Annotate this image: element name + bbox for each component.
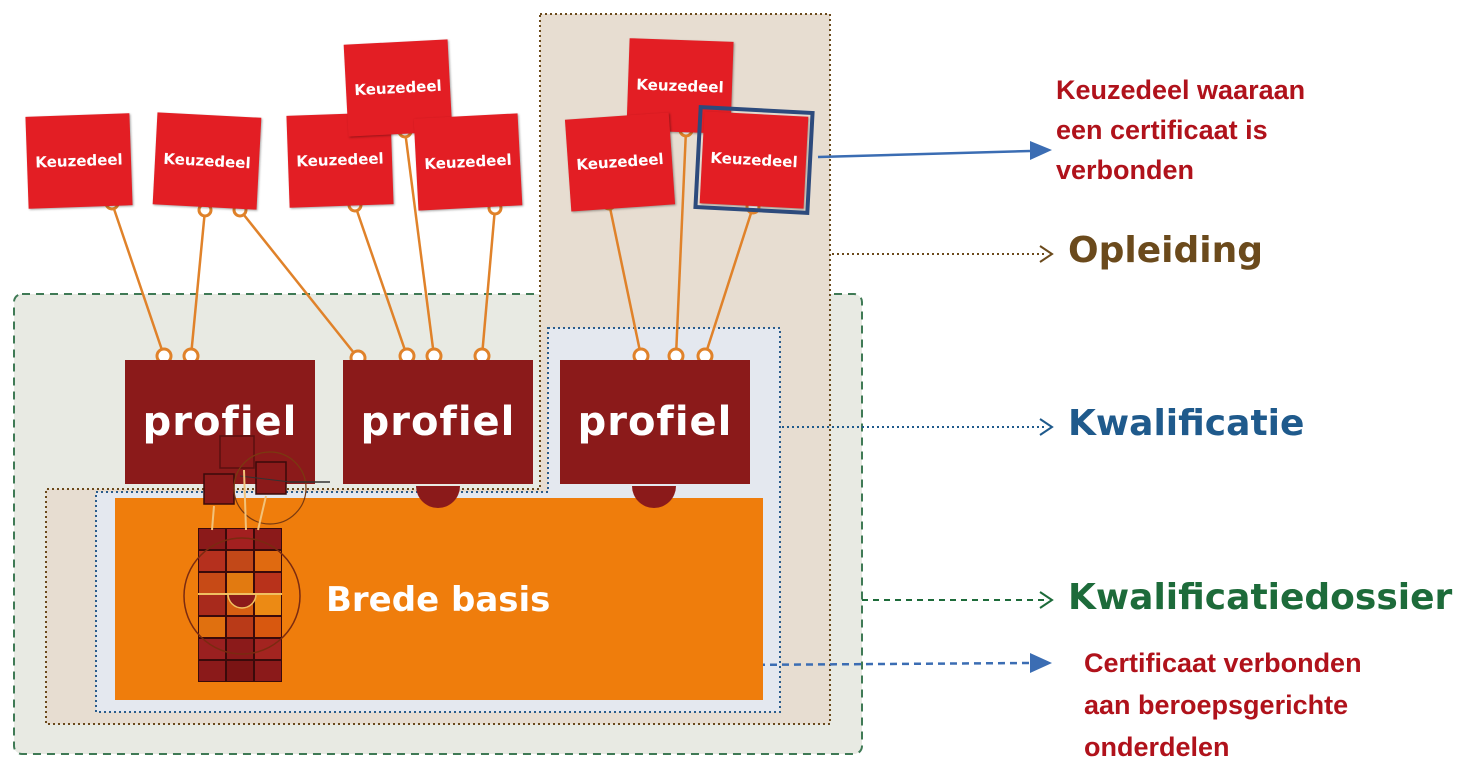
- certificaat-beroeps-note: Certificaat verbonden aan beroepsgericht…: [1084, 648, 1362, 762]
- brede-basis-label: Brede basis: [326, 580, 551, 620]
- kwalificatiedossier-label: Kwalificatiedossier: [1068, 577, 1453, 618]
- opleiding-label: Opleiding: [1068, 230, 1263, 271]
- profiel-box-1: profiel: [125, 360, 315, 484]
- profiel-box-2: profiel: [343, 360, 533, 484]
- keuzedeel-5: Keuzedeel: [413, 113, 523, 211]
- profiel-box-3: profiel: [560, 360, 750, 484]
- certificaat-keuzedeel-arrow: [817, 149, 1031, 159]
- keuzedeel-7: Keuzedeel: [564, 112, 676, 212]
- keuzedeel-1: Keuzedeel: [25, 113, 133, 209]
- kwalificatie-label: Kwalificatie: [1068, 403, 1305, 444]
- keuzedeel-2: Keuzedeel: [152, 112, 262, 210]
- keuzedeel-certificaat-note: Keuzedeel waaraan een certificaat is ver…: [1056, 75, 1306, 185]
- keuzedeel-certificaat: Keuzedeel: [693, 104, 815, 216]
